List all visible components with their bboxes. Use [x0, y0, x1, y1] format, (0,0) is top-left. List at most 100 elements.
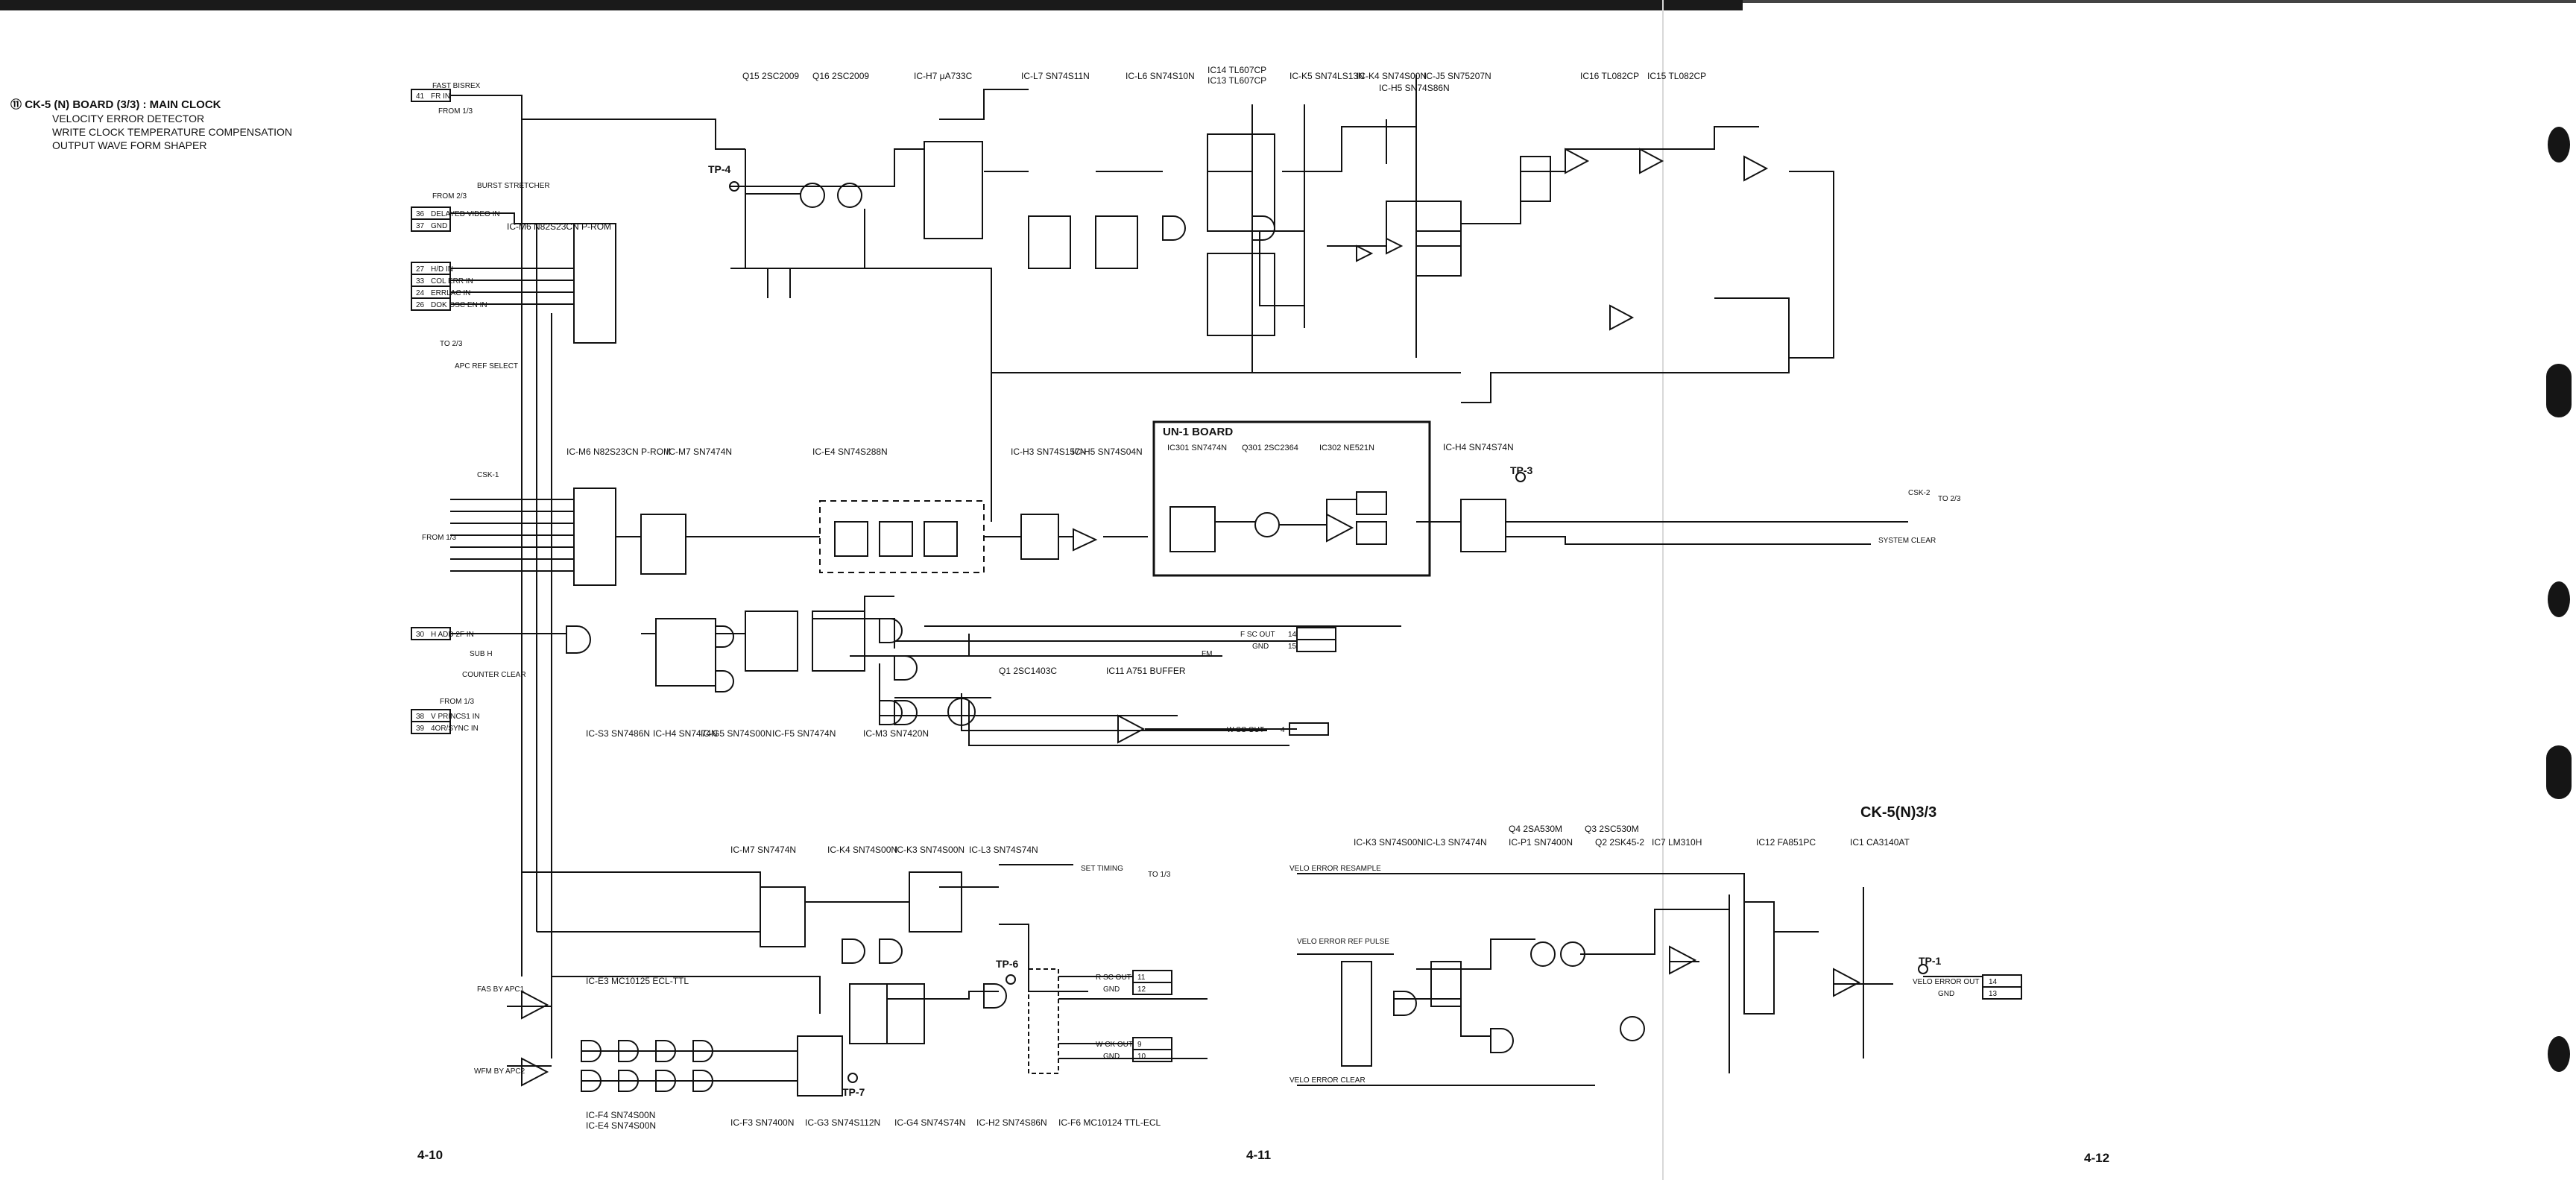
out-gnd-a-name: GND	[1252, 643, 1269, 651]
label-ic-h3: IC-H3 SN74S157N	[1011, 447, 1086, 457]
label-br-ic1: IC1 CA3140AT	[1850, 837, 1910, 848]
out-gnd-c-name: GND	[1103, 1053, 1120, 1061]
label-ic-e4: IC-E4 SN74S288N	[812, 447, 888, 457]
logic-gates-top	[1162, 148, 1769, 331]
label-ic-g5: IC-G5 SN74S00N	[701, 728, 771, 739]
label-bl-h2: IC-H2 SN74S86N	[976, 1117, 1047, 1128]
label-bl-k3: IC-K3 SN74S00N	[894, 845, 965, 855]
binder-hole-3	[2548, 581, 2570, 617]
signal-velo-error-resample: VELO ERROR RESAMPLE	[1289, 865, 1381, 873]
signal-system-clear: SYSTEM CLEAR	[1878, 537, 1936, 545]
label-ic-l7: IC-L7 SN74S11N	[1021, 71, 1090, 81]
out-fsc-pin: 14	[1288, 631, 1297, 639]
label-ic-s3: IC-S3 SN7486N	[586, 728, 650, 739]
out-gnd-b-name: GND	[1103, 985, 1120, 994]
label-ic-f5: IC-F5 SN7474N	[772, 728, 836, 739]
label-ic13: IC13 TL607CP	[1208, 75, 1266, 86]
pin-33: 33	[416, 277, 425, 285]
pin-37: 37	[416, 222, 425, 230]
label-ic-m6: IC-M6 N82S23CN P-ROM	[566, 447, 671, 457]
label-bl-k4: IC-K4 SN74S00N	[827, 845, 897, 855]
tp-4-label: TP-4	[708, 163, 731, 175]
binder-hole-1	[2548, 127, 2570, 163]
function-3: OUTPUT WAVE FORM SHAPER	[52, 139, 207, 151]
label-ic16: IC16 TL082CP	[1580, 71, 1639, 81]
signal-wfm-by-apc2: WFM BY APC2	[474, 1067, 525, 1076]
signal-csk1: CSK-1	[477, 471, 499, 479]
un1-q301: Q301 2SC2364	[1242, 444, 1298, 452]
board-title-text: CK-5 (N) BOARD (3/3) : MAIN CLOCK	[25, 98, 221, 111]
signal-from-1-3-b: FROM 1/3	[422, 534, 457, 542]
out-gnd-c-pin: 10	[1137, 1053, 1146, 1061]
top-border-bar	[0, 0, 1743, 10]
signal-sub-h: SUB H	[470, 650, 493, 658]
wiring-bottom-right	[1297, 873, 1983, 1086]
top-border-bar-right	[1743, 0, 2576, 3]
signal-csk2: CSK-2	[1908, 489, 1931, 497]
binder-hole-2	[2546, 364, 2572, 417]
label-ic-h5-mid: IC-H5 SN74S04N	[1072, 447, 1143, 457]
label-bl-g3: IC-G3 SN74S112N	[805, 1117, 880, 1128]
signal-fas-by-apc1: FAS BY APC1	[477, 985, 525, 994]
signal-counter-clear: COUNTER CLEAR	[462, 671, 526, 679]
out-wck-name: W CK OUT	[1096, 1041, 1133, 1049]
pin-30-name: H ADD 2F IN	[431, 631, 474, 639]
page-number-right: 4-12	[2084, 1151, 2110, 1165]
pin-41: 41	[416, 92, 425, 101]
label-bl-m7: IC-M7 SN7474N	[730, 845, 796, 855]
pin-38: 38	[416, 713, 425, 721]
title-block: ⑪ CK-5 (N) BOARD (3/3) : MAIN CLOCK VELO…	[10, 98, 398, 152]
out-wsc-name: W SC OUT	[1227, 726, 1264, 734]
out-gnd-a-pin: 15	[1288, 643, 1297, 651]
label-ic-h4: IC-H4 SN74S74N	[1443, 442, 1514, 452]
binder-hole-5	[2548, 1036, 2570, 1072]
pin-27-name: H/D IN	[431, 265, 453, 274]
pin-26-name: DOK OSC EN IN	[431, 301, 487, 309]
tp-6-label: TP-6	[996, 958, 1019, 970]
out-gnd-d-name: GND	[1938, 990, 1954, 998]
pin-26: 26	[416, 301, 425, 309]
out-velo-pin: 14	[1989, 978, 1998, 986]
label-ic14: IC14 TL607CP	[1208, 65, 1266, 75]
wiring-top	[450, 75, 1834, 1058]
label-ic-k5: IC-K5 SN74LS13N	[1289, 71, 1365, 81]
board-title: ⑪ CK-5 (N) BOARD (3/3) : MAIN CLOCK	[10, 98, 398, 112]
section-number: ⑪	[10, 98, 22, 111]
label-q1: Q1 2SC1403C	[999, 666, 1057, 676]
ic-blocks-bottom-right	[1341, 901, 2022, 1067]
page-number-left: 4-10	[417, 1148, 443, 1162]
pin-39: 39	[416, 725, 425, 733]
out-gnd-b-pin: 12	[1137, 985, 1146, 994]
signal-set-timing: SET TIMING	[1081, 865, 1123, 873]
label-ic-h5: IC-H5 SN74S86N	[1379, 83, 1450, 93]
label-bl-f6: IC-F6 MC10124 TTL-ECL	[1058, 1117, 1161, 1128]
signal-burst-stretcher: BURST STRETCHER	[477, 182, 550, 190]
ic-blocks-middle	[573, 488, 1506, 687]
out-rsc-name: R SC OUT	[1096, 974, 1131, 982]
logic-gates-middle	[566, 528, 1098, 725]
pin-41-name: FR IN	[431, 92, 450, 101]
un1-ic302: IC302 NE521N	[1319, 444, 1374, 452]
signal-fast-bisrex: FAST BISREX	[432, 82, 481, 90]
un1-board-label: UN-1 BOARD	[1163, 426, 1233, 438]
ic-blocks-bottom-left	[760, 871, 1172, 1097]
label-br-ic7: IC7 LM310H	[1652, 837, 1702, 848]
label-bl-f3: IC-F3 SN7400N	[730, 1117, 794, 1128]
page-fold-line	[1662, 0, 1664, 1180]
signal-to-1-3: TO 1/3	[1148, 871, 1171, 879]
label-ic-i3: IC-M6 N82S23CN P-ROM	[507, 221, 611, 232]
board-label: CK-5(N)3/3	[1860, 804, 1936, 821]
out-fsc-name: F SC OUT	[1240, 631, 1275, 639]
out-velo-name: VELO ERROR OUT	[1913, 978, 1979, 986]
label-br-q4: Q4 2SA530M	[1509, 824, 1562, 834]
tp-1-label: TP-1	[1919, 955, 1942, 967]
un1-board	[1152, 420, 1431, 577]
label-q16: Q16 2SC2009	[812, 71, 869, 81]
un1-ic301: IC301 SN7474N	[1167, 444, 1227, 452]
signal-velo-error-clear: VELO ERROR CLEAR	[1289, 1076, 1366, 1085]
signal-fm: FM	[1202, 650, 1212, 658]
signal-velo-error-ref-pulse: VELO ERROR REF PULSE	[1297, 938, 1389, 946]
wiring-lower-middle	[894, 627, 1336, 744]
signal-to-2-3-b: TO 2/3	[1938, 495, 1961, 503]
